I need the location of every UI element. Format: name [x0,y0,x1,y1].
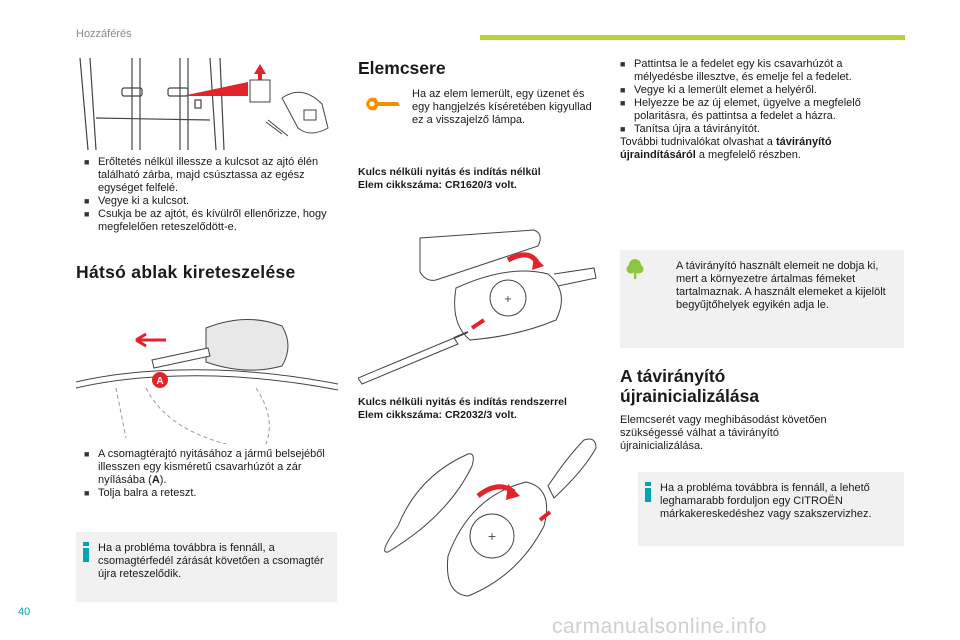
section-label: Hozzáférés [76,28,132,40]
list-item: ■A csomagtérajtó nyitásához a jármű bels… [84,448,325,486]
battery-warning-text: Ha az elem lemerült, egy üzenet és egy h… [412,88,592,126]
battery-steps: ■Pattintsa le a fedelet egy kis csavarhú… [620,58,904,136]
bullet-icon: ■ [620,124,626,134]
bullet-icon: ■ [620,85,626,95]
bullet-icon: ■ [84,449,90,459]
info-box-dealer: Ha a probléma továbbra is fennáll, a leh… [638,472,904,546]
svg-text:+: + [504,294,512,305]
list-item: ■Vegye ki a kulcsot. [84,195,190,207]
bullet-icon: ■ [84,196,90,206]
tailgate-release-illustration: A [76,318,338,444]
key-fob-battery-illustration: + [358,229,597,385]
info-icon [83,542,89,562]
list-item: ■Tolja balra a reteszt. [84,487,197,499]
bullet-icon: ■ [84,488,90,498]
figure-label-a: A [156,376,163,387]
key-warning-icon [366,97,400,111]
info-box-tailgate: Ha a probléma továbbra is fennáll, a cso… [76,532,337,602]
tailgate-steps: ■A csomagtérajtó nyitásához a jármű bels… [84,448,332,500]
tree-icon [626,259,644,279]
bullet-icon: ■ [84,157,90,167]
caption-keyless-off: Kulcs nélküli nyitás és indítás nélkül E… [358,166,541,191]
more-info-text: További tudnivalókat olvashat a távirány… [620,136,832,161]
list-item: ■Helyezze be az új elemet, ügyelve a meg… [620,97,861,122]
list-item: ■Vegye ki a lemerült elemet a helyéről. [620,84,817,96]
section-heading-rear-window: Hátsó ablak kireteszelése [76,262,296,282]
caption-keyless-on: Kulcs nélküli nyitás és indítás rendszer… [358,396,567,421]
door-lock-illustration [79,58,329,150]
section-heading-remote-reinit: A távirányító újrainicializálása [620,366,760,406]
list-item: ■Pattintsa le a fedelet egy kis csavarhú… [620,58,852,83]
eco-info-box: A távirányító használt elemeit ne dobja … [620,250,904,348]
page-number: 40 [18,606,31,618]
reinit-text: Elemcserét vagy meghibásodást követően s… [620,414,827,452]
watermark: carmanualsonline.info [552,615,767,638]
list-item: ■Erőltetés nélkül illessze a kulcsot az … [84,156,319,194]
list-item: ■Csukja be az ajtót, és kívülről ellenőr… [84,208,327,233]
door-lock-steps: ■Erőltetés nélkül illessze a kulcsot az … [84,156,332,234]
bullet-icon: ■ [620,59,626,69]
section-accent-bar [480,35,905,40]
list-item: ■Tanítsa újra a távirányítót. [620,123,760,135]
bullet-icon: ■ [620,98,626,108]
key-fob-keyless-battery-illustration: + [384,438,597,597]
svg-text:+: + [487,530,496,543]
info-icon [645,482,651,502]
section-heading-battery: Elemcsere [358,58,446,78]
bullet-icon: ■ [84,209,90,219]
